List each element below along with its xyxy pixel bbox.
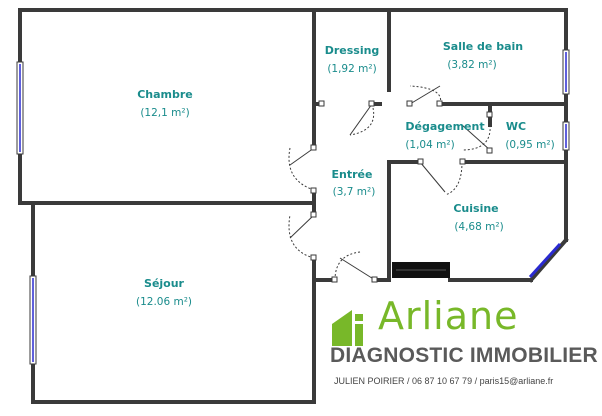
room-salle-de-bain-name: Salle de bain — [443, 40, 523, 53]
doors — [288, 85, 493, 283]
brand-name: Arliane — [378, 294, 519, 338]
room-sejour-name: Séjour — [144, 277, 185, 290]
brand-subtitle: DIAGNOSTIC IMMOBILIER — [330, 344, 598, 367]
room-wc-area: (0,95 m²) — [505, 139, 554, 151]
room-cuisine-name: Cuisine — [453, 202, 498, 215]
room-chambre-name: Chambre — [137, 88, 193, 101]
room-degagement-area: (1,04 m²) — [405, 139, 454, 151]
room-entree-area: (3,7 m²) — [333, 186, 376, 198]
room-chambre-area: (12,1 m²) — [140, 107, 189, 119]
room-dressing-area: (1,92 m²) — [327, 63, 376, 75]
walls — [18, 8, 569, 404]
room-salle-de-bain-area: (3,82 m²) — [447, 59, 496, 71]
room-labels: Chambre (12,1 m²) Séjour (12.06 m²) Dres… — [136, 40, 555, 308]
house-logo-icon — [332, 310, 363, 346]
room-degagement-name: Dégagement — [405, 120, 484, 133]
room-sejour-area: (12.06 m²) — [136, 296, 192, 308]
room-wc-name: WC — [506, 120, 526, 133]
room-entree-name: Entrée — [332, 168, 373, 181]
windows — [16, 49, 570, 365]
room-dressing-name: Dressing — [325, 44, 380, 57]
brand-contact: JULIEN POIRIER / 06 87 10 67 79 / paris1… — [334, 376, 554, 386]
room-cuisine-area: (4,68 m²) — [454, 221, 503, 233]
